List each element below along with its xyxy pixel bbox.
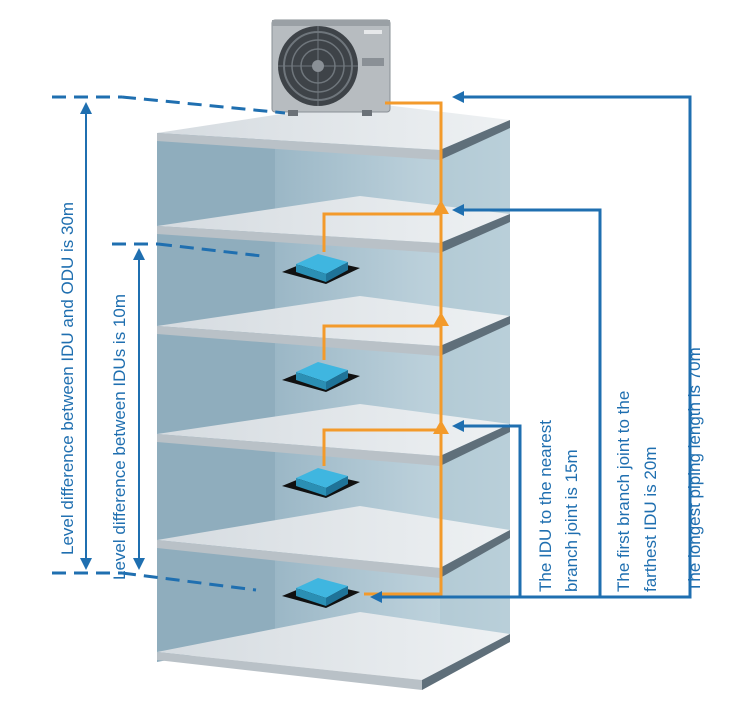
longest-piping-line [380, 95, 692, 599]
branch-joint-3 [433, 200, 449, 214]
indoor-unit-floor-2 [282, 468, 360, 498]
building [157, 102, 510, 690]
main-pipe [364, 101, 443, 596]
longest-piping-label: The longest piping length is 70m [685, 347, 704, 592]
floor-slab-roof [157, 102, 510, 160]
floor-slab-ground [157, 612, 510, 690]
idu-nearest-joint-label-line1: The IDU to the nearest [536, 420, 555, 592]
idu-level-label: Level difference between IDUs is 10m [110, 294, 129, 580]
floor-slab-3 [157, 296, 510, 356]
indoor-unit-floor-3 [282, 362, 360, 392]
idu-nearest-joint-line [462, 424, 522, 597]
refrigerant-piping [322, 101, 443, 596]
dimension-arrowheads [80, 102, 145, 570]
piping-length-arrowheads [370, 91, 464, 603]
floor-slab-1 [157, 506, 510, 578]
first-joint-farthest-label-line2: farthest IDU is 20m [641, 447, 660, 593]
first-joint-farthest-label-line1: The first branch joint to the [614, 391, 633, 592]
branch-pipe-floor-4 [322, 212, 441, 252]
right-wall [440, 126, 510, 662]
odu-idu-level-label: Level difference between IDU and ODU is … [58, 202, 77, 555]
branch-joint-1 [433, 420, 449, 434]
branch-pipe-floor-3 [322, 324, 441, 360]
indoor-unit-floor-4 [282, 254, 360, 284]
floor-slab-4 [157, 196, 510, 253]
branch-joints [433, 200, 449, 434]
piping-length-lines [380, 95, 692, 599]
branch-pipe-floor-2 [322, 428, 441, 466]
first-joint-farthest-line [462, 208, 602, 597]
left-wall [157, 126, 275, 662]
level-dimensions [52, 95, 286, 592]
indoor-unit-floor-1 [282, 578, 360, 608]
branch-joint-2 [433, 312, 449, 326]
outdoor-unit-icon [271, 19, 391, 116]
idu-nearest-joint-label-line2: branch joint is 15m [562, 449, 581, 592]
